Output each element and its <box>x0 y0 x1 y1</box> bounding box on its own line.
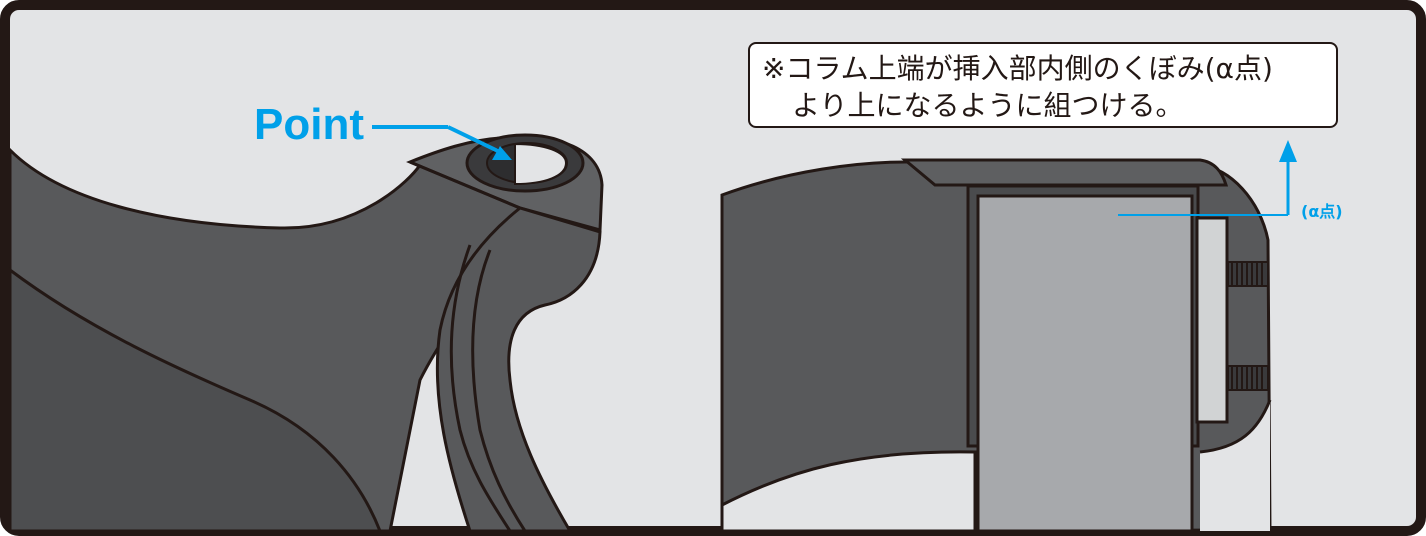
point-leader-arrow <box>372 125 512 160</box>
note-line-2: より上になるように組つける。 <box>792 89 1184 122</box>
point-label: Point <box>254 100 364 149</box>
alpha-point-marker <box>1118 140 1297 216</box>
note-line-1: ※コラム上端が挿入部内側のくぼみ(α点) <box>762 52 1273 85</box>
instruction-note: ※コラム上端が挿入部内側のくぼみ(α点) より上になるように組つける。 <box>748 42 1338 128</box>
fork-crown-exterior <box>8 133 604 533</box>
steerer-column <box>976 194 1194 533</box>
up-arrow-icon <box>1279 140 1297 162</box>
insert-spacer <box>1195 216 1229 424</box>
fork-crown-section <box>720 158 1272 533</box>
alpha-point-label: (α点) <box>1301 202 1343 221</box>
